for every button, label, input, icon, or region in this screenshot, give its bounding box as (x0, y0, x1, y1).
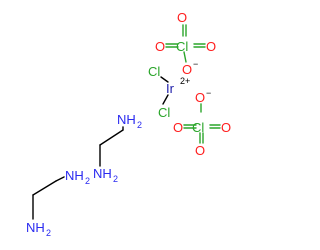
atom-ir: Ir (166, 81, 175, 96)
charge-minus: − (193, 59, 198, 69)
ethylenediamine-lower: NH 2 NH 2 (26, 168, 90, 238)
atom-cl-bottom: Cl (158, 105, 170, 120)
atom-o-top: O (195, 90, 205, 105)
iridium-center: Cl Ir 2+ Cl (148, 64, 190, 120)
atom-nh2-bottom: NH (93, 166, 112, 181)
atom-nh2-top: NH (65, 168, 84, 183)
atom-o-bottom: O (195, 143, 205, 158)
structure-diagram: O O Cl O O − Cl Ir 2+ Cl O − O Cl O O NH (26, 10, 231, 238)
atom-o-top: O (177, 10, 187, 25)
atom-nh2-bottom-sub: 2 (113, 174, 118, 184)
atom-o-bottom: O (182, 62, 192, 77)
atom-cl: Cl (176, 39, 188, 54)
perchlorate-top: O O Cl O O − (155, 10, 216, 77)
ethylenediamine-upper: NH 2 NH 2 (93, 112, 142, 184)
atom-cl-top: Cl (148, 64, 160, 79)
atom-o-left: O (155, 39, 165, 54)
charge-minus: − (206, 88, 211, 98)
bond-ir-cl-bottom (162, 94, 169, 105)
charge-2plus: 2+ (180, 76, 190, 86)
atom-o-left: O (173, 120, 183, 135)
bond-cl-o-bottom (183, 51, 187, 63)
bond-c1-c2 (32, 180, 57, 196)
atom-o-right: O (221, 120, 231, 135)
atom-nh2-bottom: NH (26, 220, 45, 235)
perchlorate-bottom: O − O Cl O O (173, 88, 231, 158)
atom-nh2-top-sub: 2 (85, 176, 90, 186)
bond-c1-c2 (99, 129, 124, 146)
atom-nh2-bottom-sub: 2 (46, 228, 51, 238)
bond-ir-cl-top (160, 76, 169, 83)
atom-o-right: O (206, 39, 216, 54)
atom-nh2-top-sub: 2 (137, 120, 142, 130)
bond-n-c1 (55, 176, 65, 182)
atom-nh2-top: NH (117, 112, 136, 127)
atom-cl: Cl (192, 120, 204, 135)
